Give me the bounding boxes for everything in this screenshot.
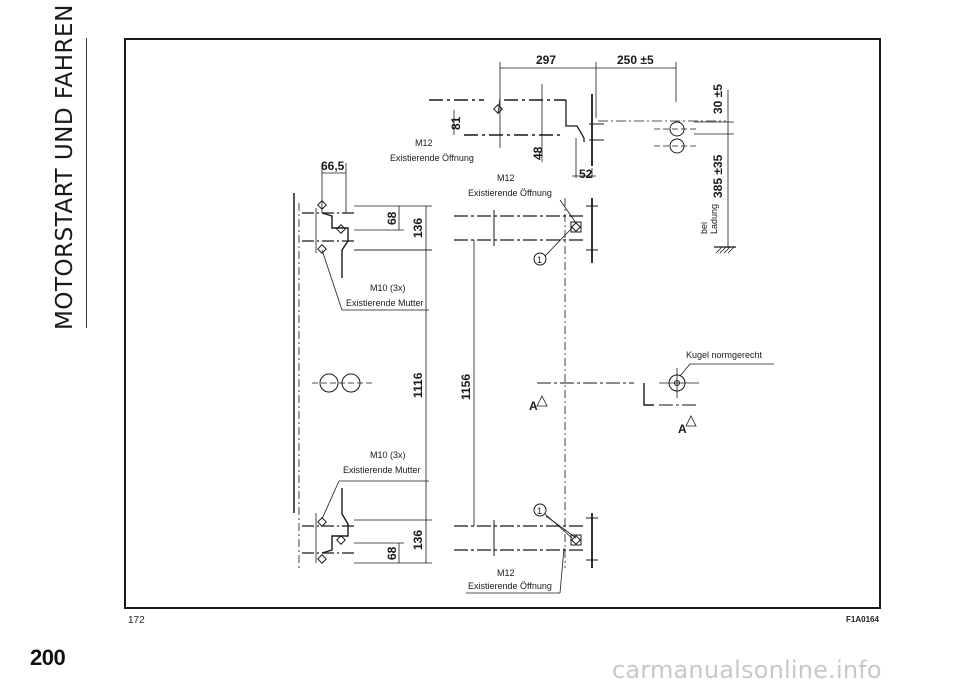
dim-81: 81 bbox=[449, 116, 463, 130]
label-opening-mid: Existierende Öffnung bbox=[468, 188, 552, 198]
dim-66-5: 66,5 bbox=[321, 159, 345, 173]
label-bei: bei bbox=[699, 222, 709, 234]
callout-1-top: 1 bbox=[537, 255, 542, 265]
dim-136-bot: 136 bbox=[411, 530, 425, 550]
figure-frame bbox=[124, 38, 881, 609]
section-title-rule bbox=[86, 38, 87, 328]
dim-136-top: 136 bbox=[411, 218, 425, 238]
callout-1-bottom: 1 bbox=[537, 506, 542, 516]
section-marker-a-right: A bbox=[678, 422, 687, 436]
label-opening-top: Existierende Öffnung bbox=[390, 153, 474, 163]
towbar-dimension-drawing: 297 250 ±5 81 48 52 30 ±5 385 ±35 bei La… bbox=[293, 53, 774, 594]
label-opening-bot: Existierende Öffnung bbox=[468, 581, 552, 591]
label-nut-top: Existierende Mutter bbox=[346, 298, 424, 308]
dim-52: 52 bbox=[579, 167, 593, 181]
section-title: MOTORSTART UND FAHREN bbox=[52, 4, 78, 330]
label-ball-standard: Kugel normgerecht bbox=[686, 350, 763, 360]
figure-code: F1A0164 bbox=[846, 615, 879, 624]
dim-1116: 1116 bbox=[411, 372, 425, 398]
dim-68-bot: 68 bbox=[385, 546, 399, 560]
label-m12-bot: M12 bbox=[497, 568, 515, 578]
dim-68-top: 68 bbox=[385, 211, 399, 225]
dim-1156: 1156 bbox=[459, 374, 473, 400]
label-m12-top: M12 bbox=[415, 138, 433, 148]
dim-385: 385 ±35 bbox=[711, 154, 725, 198]
figure-number: 172 bbox=[128, 615, 145, 626]
label-ladung: Ladung bbox=[709, 204, 719, 234]
label-nut-bot: Existierende Mutter bbox=[343, 465, 421, 475]
label-m10-top: M10 (3x) bbox=[370, 283, 406, 293]
dim-297: 297 bbox=[536, 53, 556, 67]
dim-48: 48 bbox=[531, 146, 545, 160]
dim-250: 250 ±5 bbox=[617, 53, 654, 67]
label-m12-mid: M12 bbox=[497, 173, 515, 183]
dim-30: 30 ±5 bbox=[711, 84, 725, 114]
section-marker-a-left: A bbox=[529, 399, 538, 413]
watermark: carmanualsonline.info bbox=[612, 656, 882, 684]
label-m10-bot: M10 (3x) bbox=[370, 450, 406, 460]
page-number: 200 bbox=[30, 645, 66, 670]
